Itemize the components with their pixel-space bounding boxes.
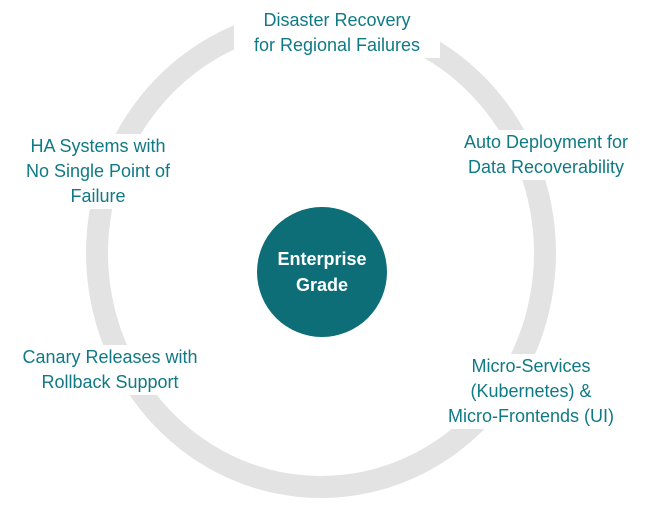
capability-label-line: HA Systems with xyxy=(30,136,166,156)
capability-ha-systems: HA Systems with No Single Point of Failu… xyxy=(0,134,196,209)
capability-disaster-recovery: Disaster Recovery for Regional Failures xyxy=(234,8,440,58)
capability-label-line: Disaster Recovery xyxy=(263,10,411,30)
capability-canary-releases: Canary Releases with Rollback Support xyxy=(0,345,220,395)
capability-label-line: Data Recoverability xyxy=(467,157,625,177)
center-hub-line-2: Grade xyxy=(295,275,349,295)
capability-label-line: No Single Point of xyxy=(25,161,171,181)
capability-auto-deployment: Auto Deployment for Data Recoverability xyxy=(440,130,652,180)
capability-label-line: Micro-Services xyxy=(471,356,591,376)
capability-label-line: Auto Deployment for xyxy=(463,132,629,152)
capability-label-line: for Regional Failures xyxy=(253,35,421,55)
capability-label-line: Rollback Support xyxy=(41,372,179,392)
center-hub: Enterprise Grade xyxy=(257,207,387,337)
capability-label-line: Micro-Frontends (UI) xyxy=(447,406,615,426)
capability-label-line: Canary Releases with xyxy=(22,347,198,367)
center-hub-line-1: Enterprise xyxy=(277,249,367,269)
capability-label-line: (Kubernetes) & xyxy=(470,381,592,401)
capability-label-line: Failure xyxy=(70,186,126,206)
capability-micro-services: Micro-Services (Kubernetes) & Micro-Fron… xyxy=(428,354,634,429)
